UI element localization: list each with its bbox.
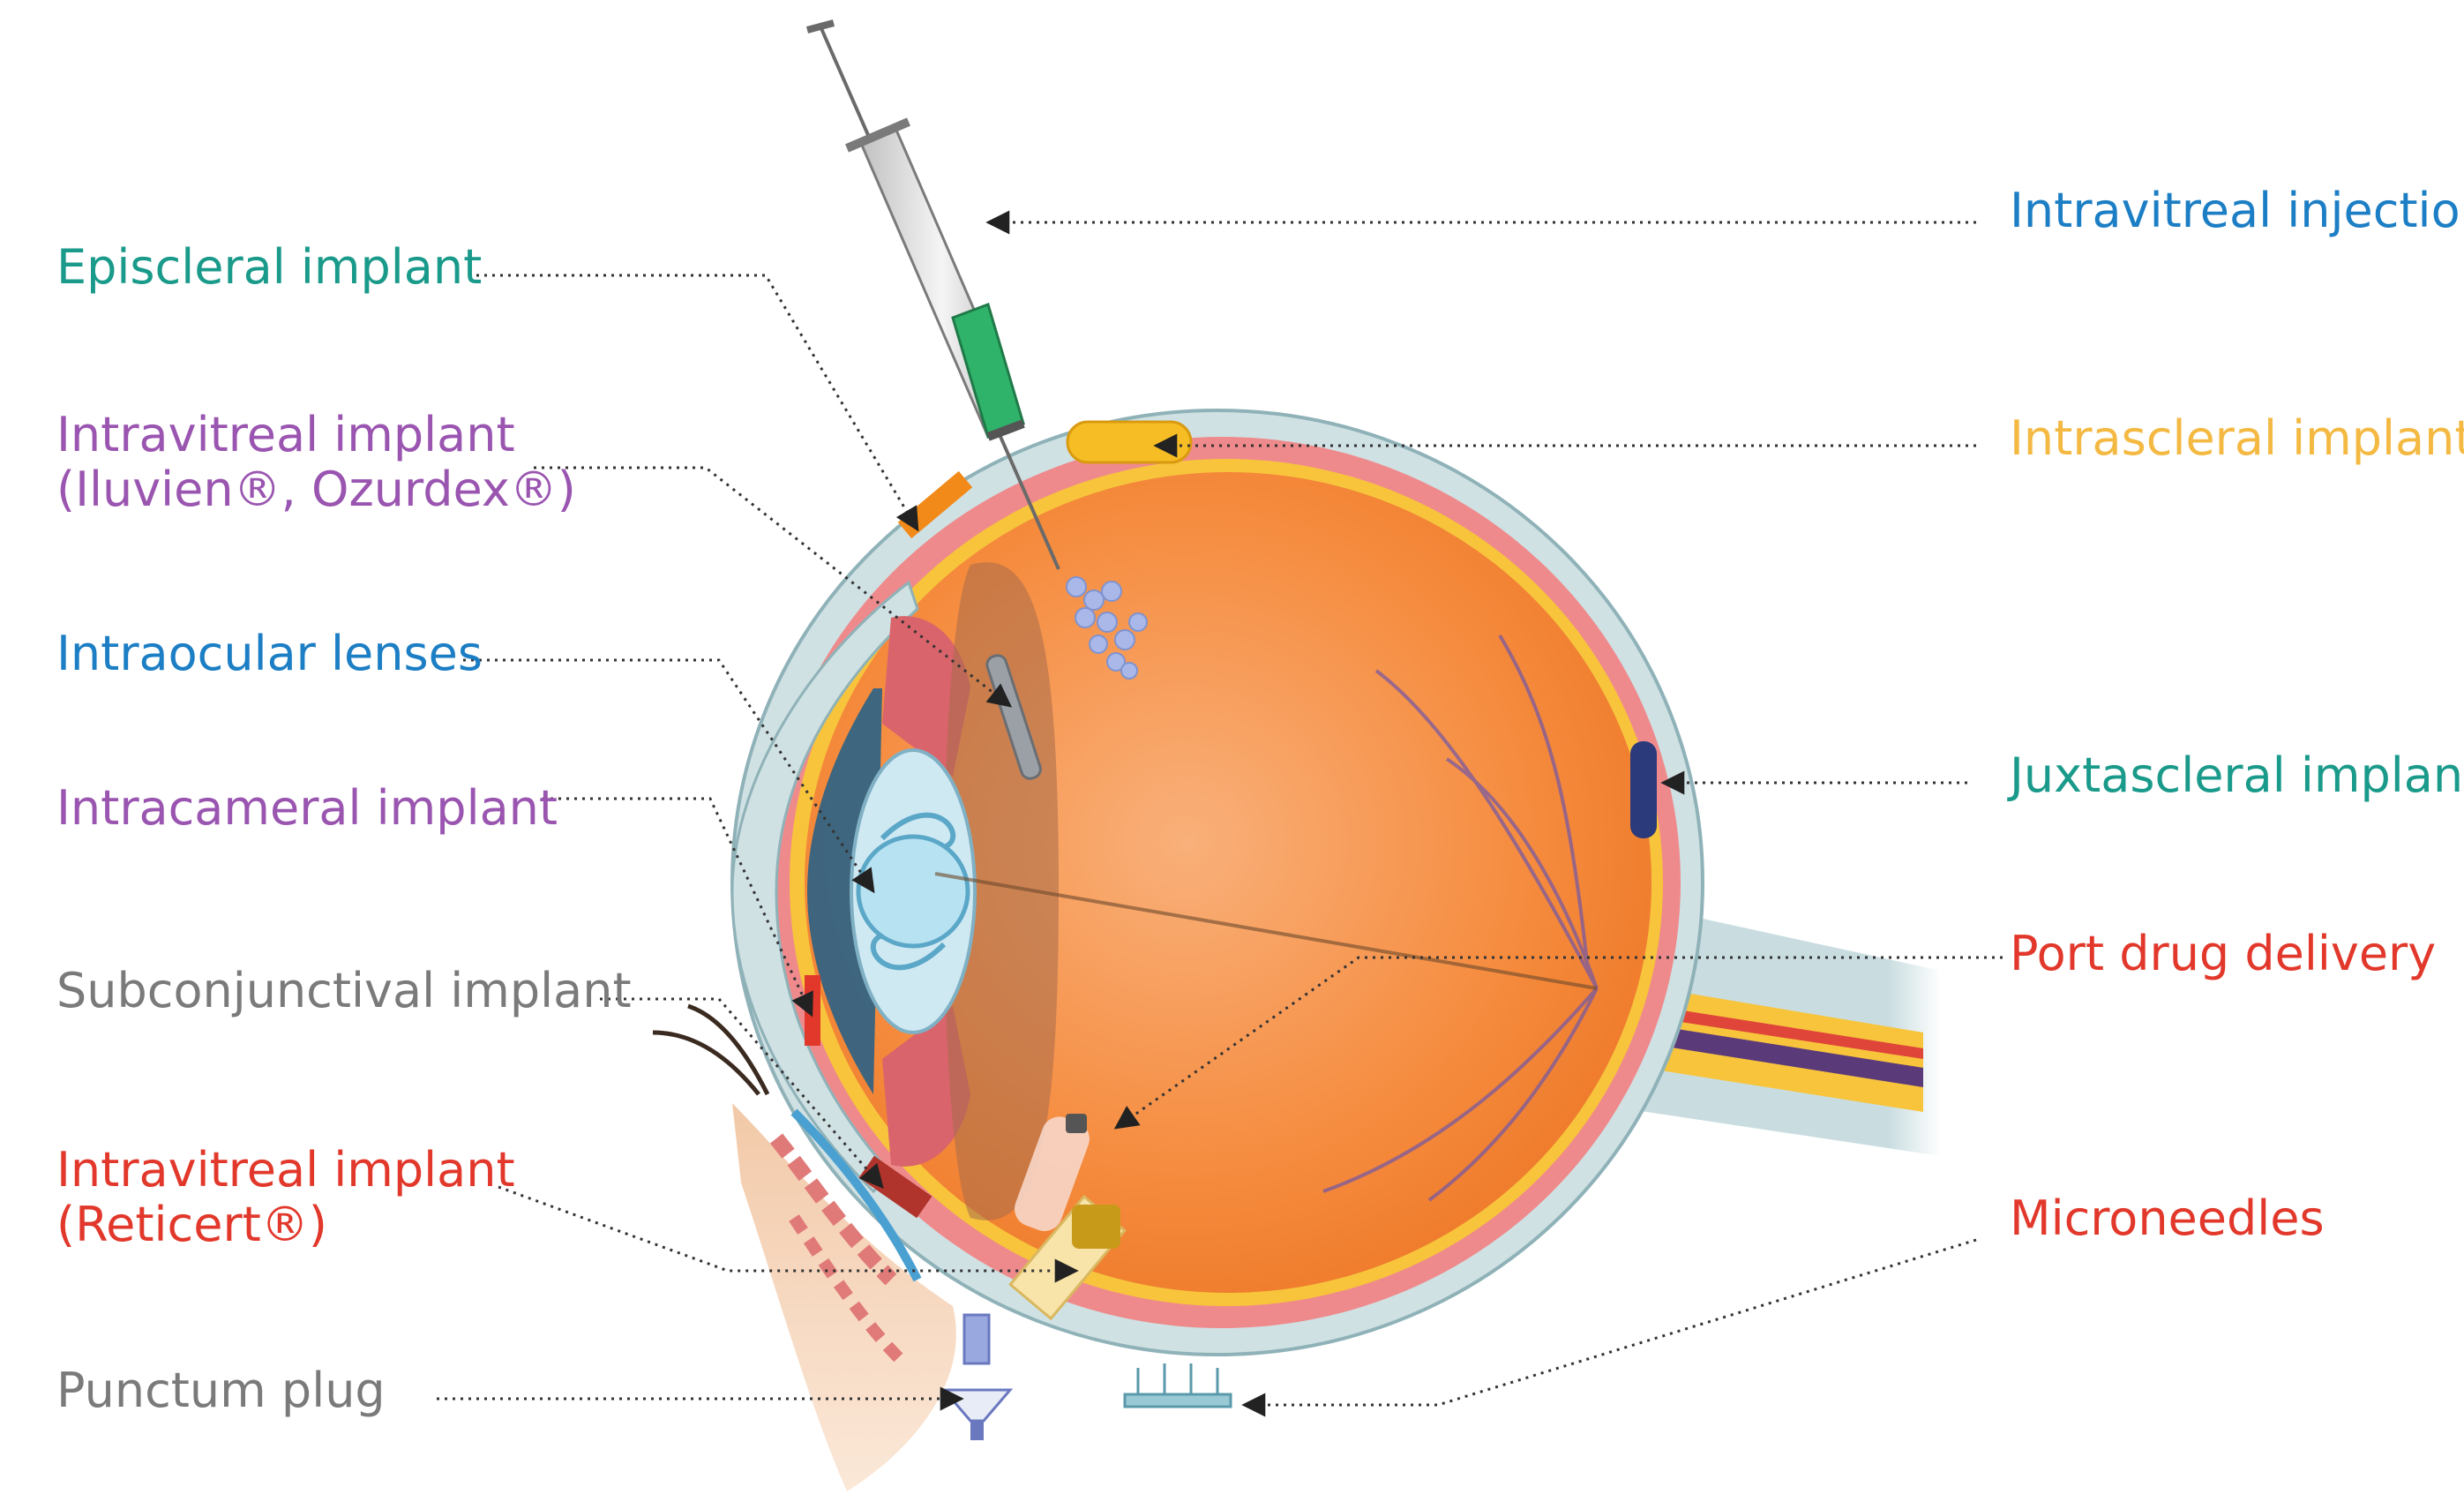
- intraocular-lens-implant: [856, 812, 970, 971]
- retinal-vessels: [1322, 634, 1599, 1202]
- leader-intravitreal-reticert: [498, 1185, 1079, 1283]
- leader-microneedles: [1241, 1238, 1977, 1417]
- posterior-chamber-shade: [944, 562, 1059, 1220]
- anterior-chamber: [807, 688, 882, 1094]
- leader-subconjunctival: [600, 997, 884, 1190]
- label-text: Juxtascleral implant: [2010, 747, 2464, 803]
- label-microneedles: Microneedles: [2010, 1191, 2325, 1246]
- port-drug-delivery-device: [1015, 1114, 1090, 1232]
- label-text: (Reticert®): [56, 1197, 327, 1252]
- label-text: Port drug delivery: [2010, 926, 2437, 981]
- label-text: Intravitreal injection: [2010, 183, 2464, 238]
- label-intravitreal-implant-iluvien: Intravitreal implant (Iluvien®, Ozurdex®…: [56, 408, 576, 517]
- juxtascleral-implant: [1630, 741, 1657, 838]
- leader-episcleral: [476, 274, 919, 532]
- label-intravitreal-implant-reticert: Intravitreal implant (Reticert®): [56, 1143, 515, 1252]
- label-text: (Iluvien®, Ozurdex®): [56, 462, 576, 517]
- label-intravitreal-injection: Intravitreal injection: [2010, 184, 2464, 238]
- label-intraocular-lenses: Intraocular lenses: [56, 627, 483, 681]
- label-punctum-plug: Punctum plug: [56, 1363, 386, 1418]
- syringe-icon: [805, 19, 1060, 570]
- label-episcleral-implant: Episcleral implant: [56, 240, 482, 295]
- label-port-drug-delivery: Port drug delivery: [2010, 927, 2436, 981]
- intracameral-implant: [805, 975, 820, 1046]
- leader-intraocular-lenses: [463, 658, 875, 894]
- label-subconjunctival-implant: Subconjunctival implant: [56, 964, 632, 1018]
- label-text: Punctum plug: [56, 1363, 386, 1418]
- label-text: Subconjunctival implant: [56, 963, 632, 1018]
- label-text: Intracameral implant: [56, 780, 558, 836]
- label-intracameral-implant: Intracameral implant: [56, 781, 558, 836]
- intrascleral-implant: [1066, 420, 1193, 464]
- label-text: Episcleral implant: [56, 239, 483, 295]
- leader-intravitreal-iluvien: [534, 466, 1013, 708]
- leader-port-drug-delivery: [1113, 956, 2003, 1130]
- label-text: Microneedles: [2010, 1190, 2325, 1246]
- leader-intracameral: [543, 797, 813, 1018]
- leader-lines: [437, 210, 2003, 1417]
- microneedles-device: [1123, 1363, 1232, 1408]
- label-text: Intraocular lenses: [56, 626, 483, 681]
- label-text: Intrascleral implant: [2010, 410, 2464, 466]
- label-juxtascleral-implant: Juxtascleral implant: [2010, 748, 2464, 803]
- label-intrascleral-implant: Intrascleral implant: [2010, 411, 2464, 466]
- injected-particles: [1066, 576, 1148, 680]
- reticert-implant: [1008, 1194, 1127, 1321]
- label-text: Intravitreal implant: [56, 1142, 515, 1198]
- label-text: Intravitreal implant: [56, 407, 515, 462]
